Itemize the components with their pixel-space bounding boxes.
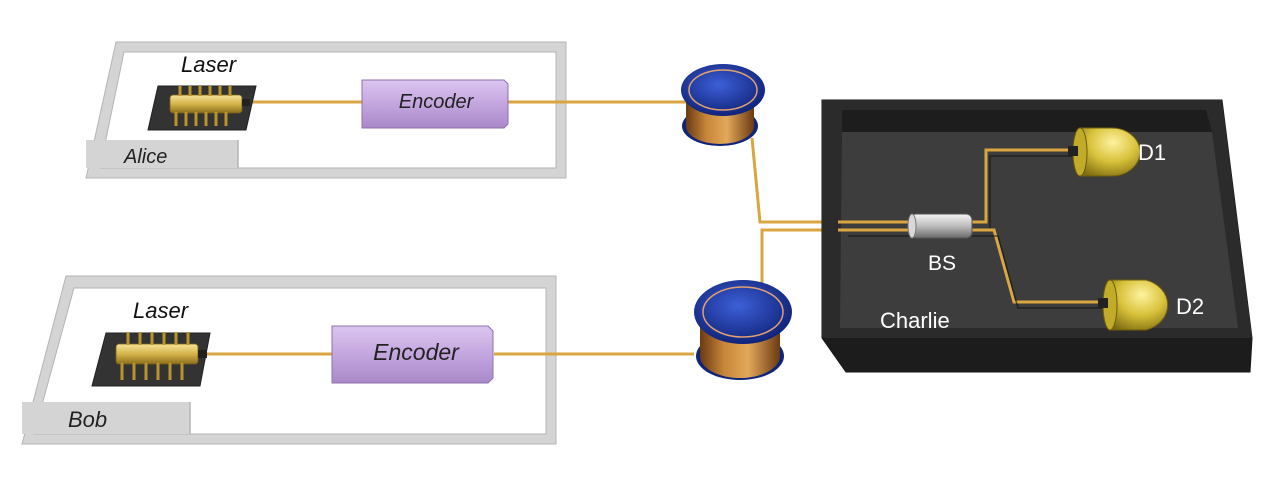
detector-d1-label: D1 — [1138, 140, 1166, 165]
beam-splitter — [907, 213, 973, 239]
link-fibers — [750, 137, 838, 292]
alice-name: Alice — [123, 146, 167, 168]
bob-encoder — [331, 325, 494, 384]
bob-fiber-spool — [694, 280, 792, 380]
alice-encoder-label: Encoder — [399, 91, 475, 113]
bob-name: Bob — [68, 407, 107, 432]
charlie-floor — [840, 132, 1238, 328]
charlie-fibers — [838, 148, 1104, 304]
detector-d2-label: D2 — [1176, 294, 1204, 319]
alice-laser-label: Laser — [181, 52, 238, 77]
alice-fiber-spool — [681, 64, 765, 146]
alice-laser — [147, 85, 257, 131]
beam-splitter-label: BS — [928, 252, 956, 275]
detector-d2 — [1098, 279, 1169, 331]
bob-laser — [91, 332, 211, 387]
alice-enclosure — [85, 41, 567, 179]
charlie-station: BS D1 D2 Charlie — [821, 99, 1253, 373]
bob-name-tab — [22, 402, 190, 434]
bob-station: Bob Laser Encoder — [21, 275, 694, 445]
bob-laser-label: Laser — [133, 298, 190, 323]
bob-enclosure — [21, 275, 557, 445]
alice-station: Alice Laser Encoder — [85, 41, 688, 179]
bob-encoder-label: Encoder — [373, 339, 460, 365]
detector-d1 — [1068, 127, 1141, 177]
charlie-name: Charlie — [880, 308, 950, 333]
alice-encoder — [361, 79, 509, 129]
alice-name-tab — [86, 140, 238, 168]
